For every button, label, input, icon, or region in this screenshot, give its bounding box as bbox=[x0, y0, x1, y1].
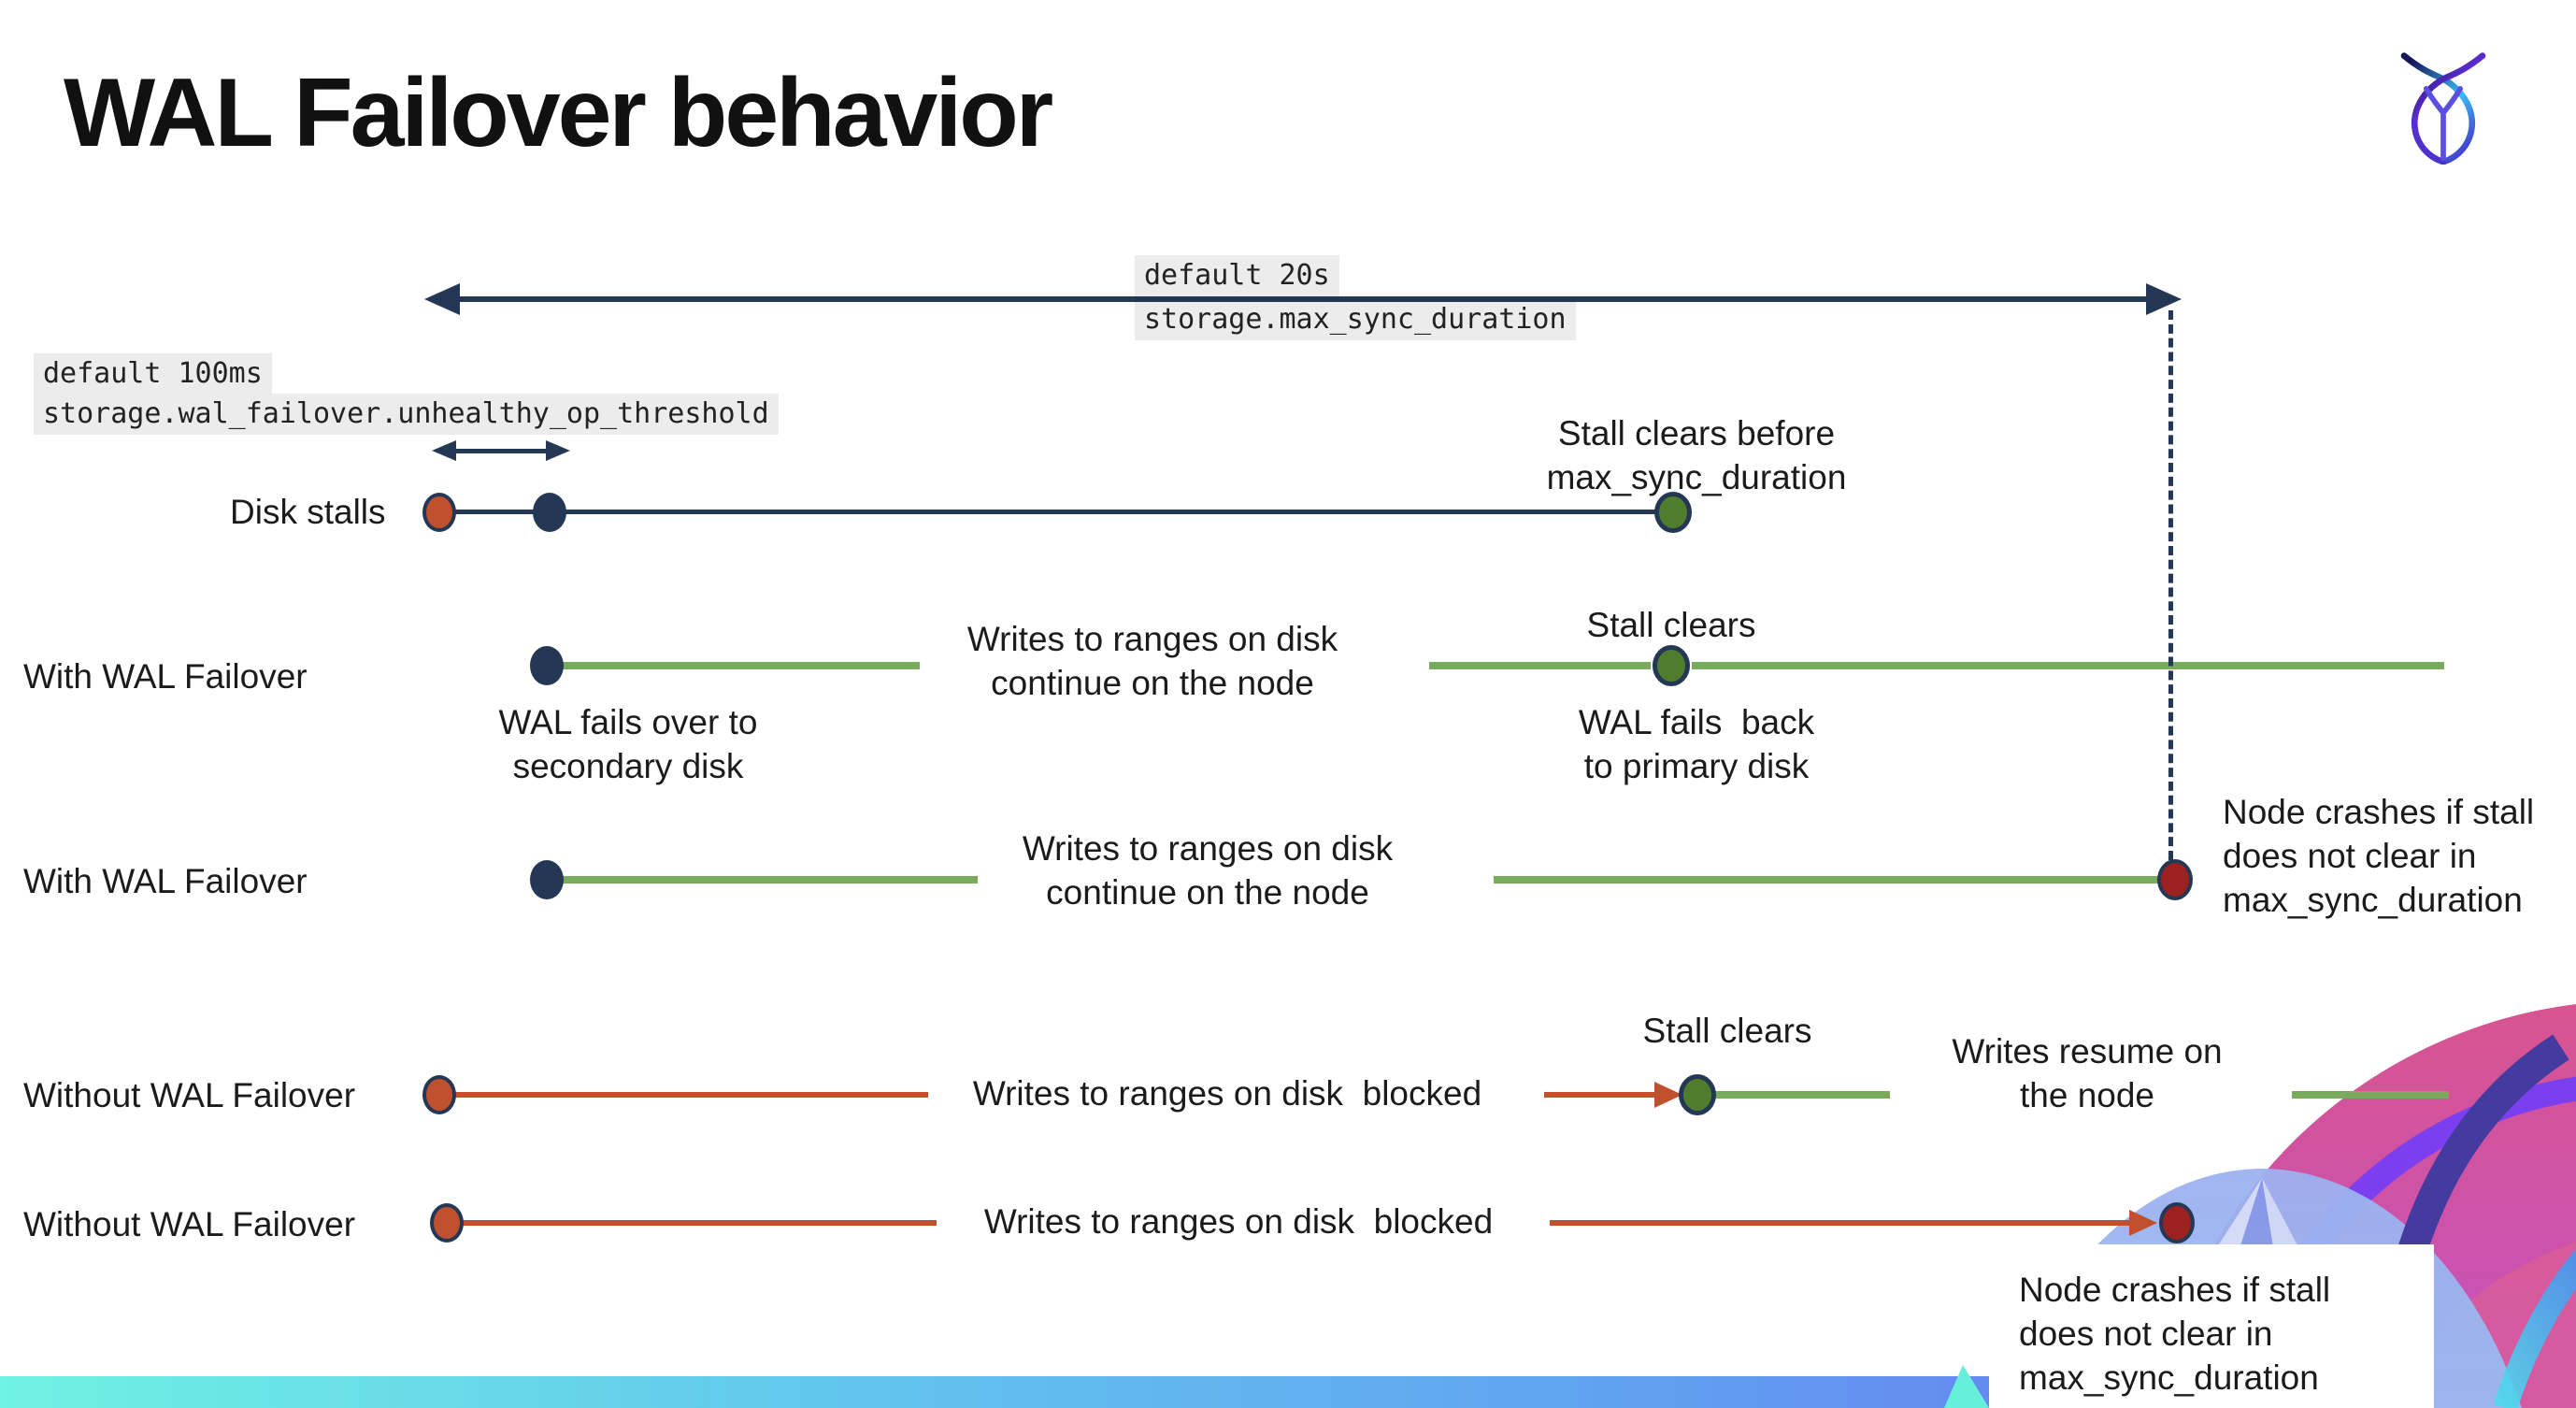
disk-stalls-timeline bbox=[439, 510, 1673, 514]
art-cyan-triangle bbox=[1944, 1365, 1989, 1408]
writes-continue-label-line1: Writes to ranges on disk bbox=[966, 620, 1338, 658]
small-arrowhead-right-icon bbox=[546, 440, 570, 461]
node-crash-dot bbox=[2157, 859, 2193, 900]
writes-resume-label-line2: the node bbox=[2019, 1076, 2155, 1114]
max-sync-deadline-dashed-line bbox=[2168, 310, 2173, 860]
stall-clears-dot bbox=[1679, 1074, 1716, 1115]
writes-continue-label-line1: Writes to ranges on disk bbox=[1022, 829, 1394, 868]
node-crashes-label-line3: max_sync_duration bbox=[2223, 881, 2523, 919]
writes-continue-line-c bbox=[1692, 662, 2444, 669]
max-sync-duration-span-line bbox=[451, 296, 2154, 302]
stall-clears-dot bbox=[1653, 645, 1690, 686]
stall-clears-label: Stall clears bbox=[1586, 606, 1756, 644]
failover-dot bbox=[530, 860, 564, 899]
writes-continue-line-a bbox=[547, 876, 978, 884]
writes-blocked-line-b bbox=[1544, 1092, 1660, 1098]
row-label-without-wal-failover-1: Without WAL Failover bbox=[23, 1076, 356, 1114]
max-sync-default-label: default 20s bbox=[1135, 255, 1339, 296]
unhealthy-threshold-span-line bbox=[449, 449, 553, 453]
small-arrowhead-left-icon bbox=[432, 440, 456, 461]
stall-clears-before-label-line1: Stall clears before bbox=[1557, 414, 1836, 453]
page-title: WAL Failover behavior bbox=[64, 59, 1053, 167]
row-label-with-wal-failover-2: With WAL Failover bbox=[23, 862, 308, 900]
writes-continue-label-line2: continue on the node bbox=[1046, 873, 1369, 912]
arrowhead-right-icon bbox=[2146, 283, 2182, 315]
row-label-without-wal-failover-2: Without WAL Failover bbox=[23, 1205, 356, 1243]
writes-blocked-label: Writes to ranges on disk blocked bbox=[983, 1202, 1494, 1241]
note-box bbox=[1989, 1244, 2434, 1408]
stall-clears-before-label-line2: max_sync_duration bbox=[1546, 458, 1847, 496]
stall-start-dot bbox=[430, 1203, 464, 1243]
writes-blocked-line-a bbox=[439, 1092, 928, 1098]
note-node-crashes-line2: does not clear in bbox=[2019, 1315, 2273, 1353]
node-crash-dot bbox=[2159, 1202, 2195, 1243]
writes-continue-label-line2: continue on the node bbox=[991, 664, 1314, 702]
node-crashes-label-line2: does not clear in bbox=[2223, 837, 2477, 875]
writes-resume-line-a bbox=[1697, 1091, 1890, 1099]
writes-continue-line-b bbox=[1429, 662, 1651, 669]
red-arrowhead-icon bbox=[1654, 1082, 1682, 1108]
writes-resume-line-b bbox=[2292, 1091, 2449, 1099]
writes-continue-line-b bbox=[1494, 876, 2166, 884]
writes-blocked-line-a bbox=[447, 1220, 937, 1226]
art-cyan-arc bbox=[2493, 1248, 2576, 1408]
wal-fails-over-label-line2: secondary disk bbox=[512, 747, 744, 785]
unhealthy-threshold-setting-name: storage.wal_failover.unhealthy_op_thresh… bbox=[34, 394, 779, 435]
unhealthy-threshold-default-label: default 100ms bbox=[34, 353, 272, 395]
writes-continue-line-a bbox=[547, 662, 920, 669]
writes-resume-label-line1: Writes resume on bbox=[1952, 1032, 2223, 1070]
row-label-disk-stalls: Disk stalls bbox=[230, 493, 386, 531]
row-label-with-wal-failover-1: With WAL Failover bbox=[23, 657, 308, 696]
stall-start-dot bbox=[422, 1075, 456, 1114]
note-node-crashes-line3: max_sync_duration bbox=[2019, 1358, 2319, 1397]
wal-fails-back-label-line2: to primary disk bbox=[1583, 747, 1810, 785]
failover-dot bbox=[530, 646, 564, 685]
red-arrowhead-icon bbox=[2129, 1210, 2157, 1236]
threshold-dot bbox=[533, 493, 566, 532]
note-node-crashes-line1: Node crashes if stall bbox=[2019, 1271, 2331, 1309]
writes-blocked-line-b bbox=[1550, 1220, 2139, 1226]
stall-clears-label: Stall clears bbox=[1642, 1012, 1812, 1050]
cockroachdb-logo-icon bbox=[2400, 52, 2486, 165]
stall-clears-dot bbox=[1654, 492, 1692, 533]
wal-fails-back-label-line1: WAL fails back bbox=[1578, 703, 1815, 741]
arrowhead-left-icon bbox=[424, 283, 460, 315]
writes-blocked-label: Writes to ranges on disk blocked bbox=[972, 1074, 1482, 1113]
wal-fails-over-label-line1: WAL fails over to bbox=[498, 703, 758, 741]
stall-start-dot bbox=[422, 493, 456, 532]
max-sync-setting-name: storage.max_sync_duration bbox=[1135, 299, 1576, 340]
node-crashes-label-line1: Node crashes if stall bbox=[2223, 793, 2535, 831]
